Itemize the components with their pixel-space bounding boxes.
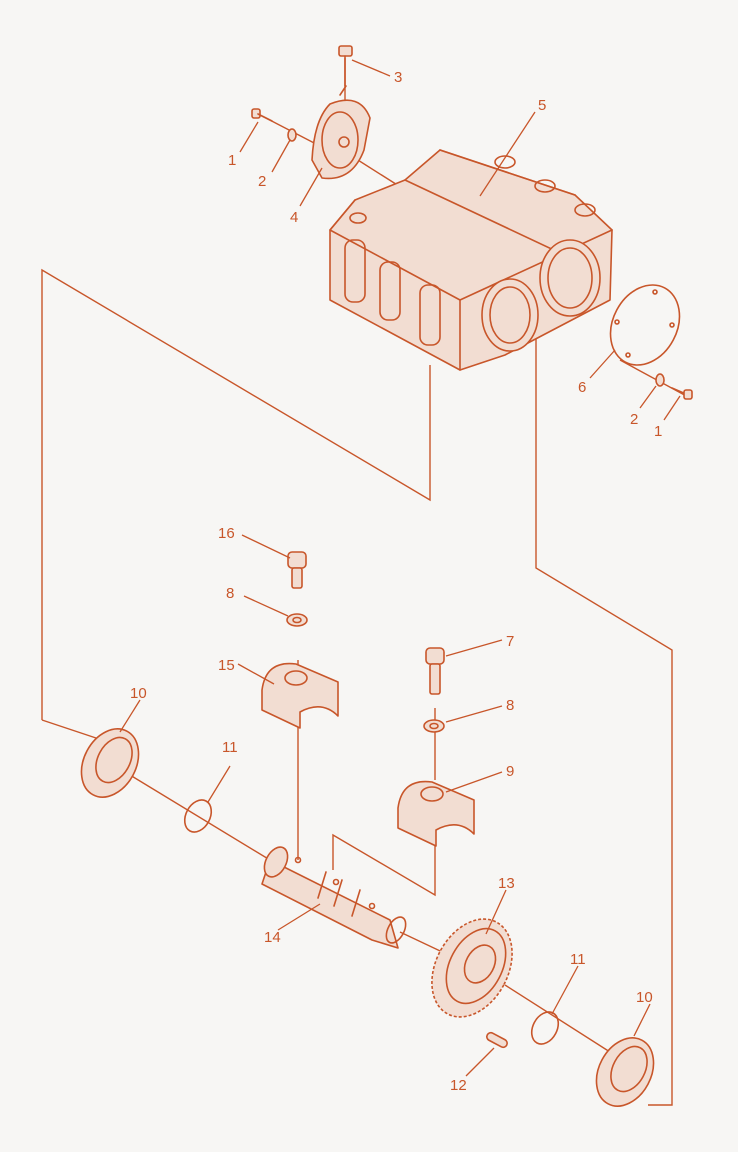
callout-10-right: 10 [636, 989, 653, 1006]
callout-2-top: 2 [258, 173, 266, 190]
callout-16: 16 [218, 525, 235, 542]
callout-3: 3 [394, 69, 402, 86]
callout-7: 7 [506, 633, 514, 650]
callout-2-right: 2 [630, 411, 638, 428]
part-10-bearing-left [80, 728, 140, 798]
part-11-ring-left [183, 799, 213, 833]
callout-6: 6 [578, 379, 586, 396]
part-1-screw-top [251, 108, 273, 122]
part-10-bearing-right [595, 1037, 655, 1107]
callout-14: 14 [264, 929, 281, 946]
part-16-cap-screw [287, 551, 307, 589]
callout-15: 15 [218, 657, 235, 674]
part-11-ring-right [530, 1011, 560, 1045]
part-12-key [486, 1031, 508, 1049]
callout-1-top: 1 [228, 152, 236, 169]
part-15-bearing-cap [261, 662, 339, 729]
part-13-gear [431, 918, 513, 1018]
part-6-gasket [609, 284, 681, 366]
callout-12: 12 [450, 1077, 467, 1094]
part-14-shaft [261, 846, 407, 949]
callout-13: 13 [498, 875, 515, 892]
callout-11-right: 11 [570, 951, 586, 968]
part-4-cover-plate [311, 85, 371, 180]
part-3-bolt [338, 45, 353, 87]
part-5-housing [329, 149, 613, 371]
part-9-bearing-cap [397, 780, 475, 847]
callout-5: 5 [538, 97, 546, 114]
leader-lines [119, 59, 681, 1077]
callout-labels: 1 2 3 4 5 6 2 1 16 8 15 7 8 9 10 11 14 1… [130, 69, 662, 1094]
callout-11-left: 11 [222, 739, 238, 756]
callout-8-lower: 8 [506, 697, 514, 714]
callout-10-left: 10 [130, 685, 147, 702]
part-8-washer-lower [423, 719, 445, 733]
part-2-washer-right [655, 373, 665, 387]
part-7-cap-screw [425, 647, 445, 695]
part-8-washer-upper [286, 613, 308, 627]
callout-1-right: 1 [654, 423, 662, 440]
part-2-washer-top [287, 128, 297, 142]
callout-4: 4 [290, 209, 298, 226]
callout-9: 9 [506, 763, 514, 780]
callout-8-upper: 8 [226, 585, 234, 602]
part-1-screw-right [671, 387, 693, 400]
